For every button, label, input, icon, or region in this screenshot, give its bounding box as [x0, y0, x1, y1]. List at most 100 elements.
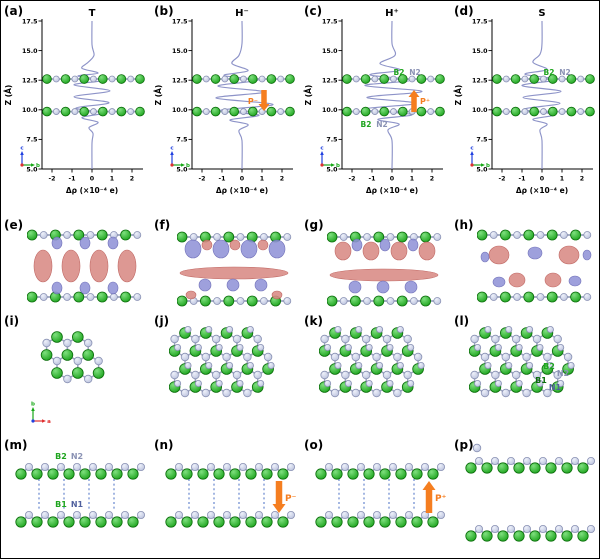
isosurface-negative [480, 251, 490, 263]
nitrogen-atom [57, 462, 66, 471]
isosurface-positive [271, 290, 283, 300]
atom-label: B1 [535, 376, 547, 385]
a-axis-label: a [47, 419, 51, 425]
nitrogen-atom-layer2 [257, 380, 265, 388]
nitrogen-atom-layer2 [515, 343, 523, 351]
panel-title: T [89, 8, 96, 19]
atom-label: B2 [544, 68, 555, 77]
nitrogen-atom [371, 108, 379, 115]
structure-topview-j [169, 326, 275, 398]
nitrogen-atom [553, 370, 562, 380]
boron-atom [342, 106, 352, 117]
nitrogen-atom [560, 231, 568, 239]
x-tick-label: -2 [499, 176, 506, 183]
nitrogen-atom [405, 511, 414, 520]
x-tick-label: -2 [199, 176, 206, 183]
panel-l-label: (l) [454, 314, 470, 328]
boron-atom [47, 516, 59, 528]
y-tick-label: 15.0 [172, 48, 188, 55]
nitrogen-atom [512, 370, 521, 380]
atom-label: N2 [409, 68, 421, 77]
nitrogen-atom [555, 525, 564, 534]
boron-atom [245, 516, 257, 528]
atom-label: N2 [557, 369, 569, 378]
nitrogen-atom-layer2 [365, 380, 373, 388]
boron-atom [420, 295, 431, 307]
boron-atom [71, 367, 84, 379]
polarization-label: P⁺ [420, 97, 430, 106]
nitrogen-atom [42, 338, 51, 348]
nitrogen-atom [222, 388, 231, 398]
nitrogen-atom [474, 456, 483, 465]
panel-d-label: (d) [454, 4, 474, 18]
boron-atom [79, 468, 91, 480]
structure-sideview-p [465, 443, 596, 542]
nitrogen-atom [121, 462, 130, 471]
nitrogen-atom [63, 293, 71, 301]
nitrogen-atom-layer2 [355, 326, 363, 333]
boron-atom [499, 229, 511, 241]
panel-n: (n) P⁻ [151, 435, 301, 558]
nitrogen-atom [263, 352, 273, 362]
nitrogen-atom [543, 388, 552, 398]
nitrogen-atom [351, 352, 360, 362]
boron-atom [510, 74, 521, 84]
nitrogen-atom [287, 462, 296, 471]
y-tick-label: 17.5 [472, 18, 488, 25]
nitrogen-atom [201, 352, 210, 362]
nitrogen-atom [52, 75, 60, 83]
nitrogen-atom [539, 456, 548, 465]
isosurface-negative [212, 239, 230, 259]
a-axis-dot [470, 163, 474, 167]
x-tick-label: 1 [410, 176, 414, 183]
x-tick-label: -1 [219, 176, 226, 183]
boron-atom [465, 462, 477, 474]
boron-atom [40, 349, 53, 361]
x-tick-label: 2 [430, 176, 434, 183]
nitrogen-atom [587, 456, 596, 465]
boron-atom [197, 516, 209, 528]
y-tick-label: 17.5 [322, 18, 338, 25]
nitrogen-atom [40, 462, 49, 471]
nitrogen-atom [403, 370, 412, 380]
nitrogen-atom [260, 297, 268, 305]
nitrogen-atom [491, 334, 500, 344]
boron-atom [497, 530, 509, 542]
structure-sideview-o: P⁺ [315, 462, 447, 528]
isosurface-positive [544, 272, 562, 288]
isosurface-positive [117, 249, 137, 283]
nitrogen-atom [201, 388, 210, 398]
nitrogen-atom [408, 75, 416, 83]
boron-atom [63, 468, 75, 480]
nitrogen-atom [502, 75, 510, 83]
c-axis-label: c [320, 146, 323, 152]
y-tick-label: 10.0 [22, 107, 38, 114]
boron-atom [82, 349, 94, 361]
nitrogen-atom [553, 334, 562, 344]
y-tick-label: 12.5 [322, 78, 338, 85]
nitrogen-atom [583, 293, 592, 301]
isosurface-positive [362, 241, 380, 261]
boron-atom [566, 74, 577, 84]
y-tick-label: 7.5 [26, 137, 37, 144]
x-tick-label: -1 [69, 176, 76, 183]
boron-atom [98, 74, 108, 84]
boron-atom [210, 74, 221, 84]
nitrogen-atom [340, 462, 349, 471]
isosurface-positive [418, 241, 436, 261]
nitrogen-atom [501, 352, 510, 362]
nitrogen-atom-layer2 [494, 380, 502, 388]
atom-label: N1 [549, 383, 562, 392]
boron-atom [396, 295, 408, 307]
nitrogen-atom-layer2 [194, 380, 202, 388]
isosurface-positive [508, 272, 526, 288]
nitrogen-atom [490, 525, 499, 534]
polarization-arrow-head [408, 90, 420, 97]
boron-atom [513, 530, 525, 542]
isosurface-negative [107, 281, 119, 295]
b-axis-label: b [486, 163, 490, 169]
nitrogen-atom-layer2 [365, 343, 373, 351]
